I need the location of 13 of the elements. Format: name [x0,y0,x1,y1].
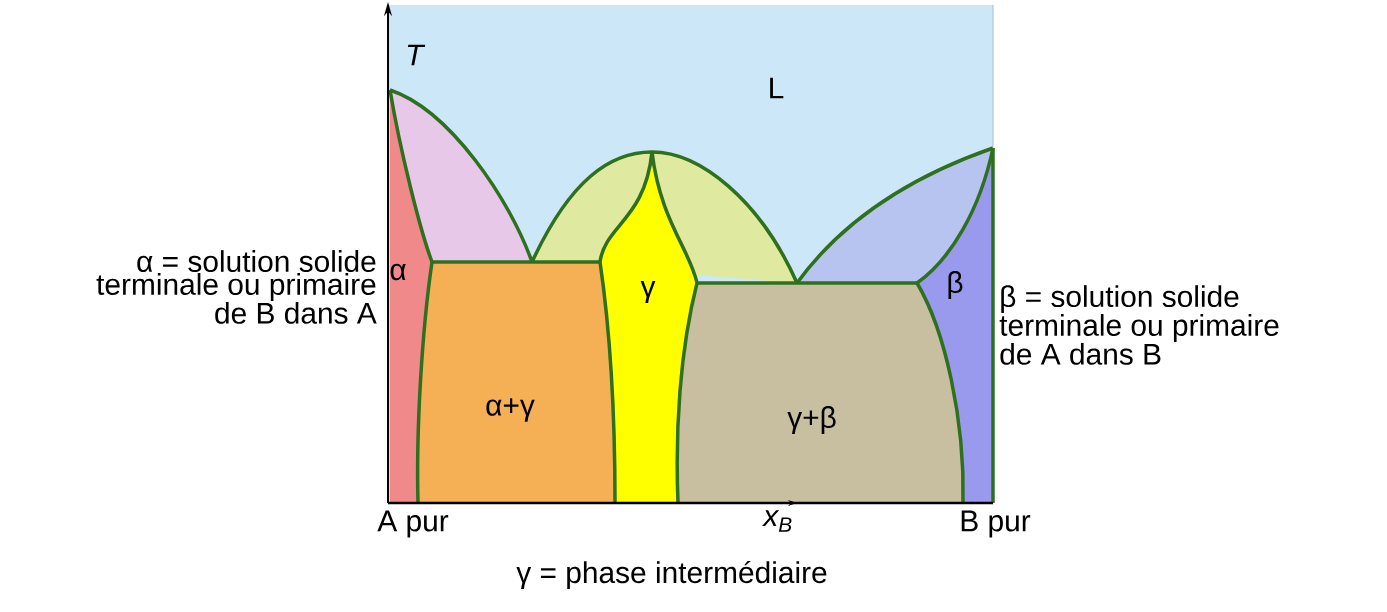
axis-label: T [407,44,426,66]
caption: γ = phase intermédiaire [516,560,827,590]
region-label: γ [640,281,656,303]
region-label: β [948,271,963,299]
region-label: α [390,263,406,281]
region-label: L [770,77,784,99]
axis-label: B pur [961,510,1031,538]
annotation-text: α = solution solide terminale ou primaire de B dans A [96,250,377,324]
region-label: α+γ [486,398,535,422]
axis-label: x$_{B}$ [762,510,792,532]
region-label: γ+β [787,406,836,434]
axis-label: A pur [377,510,449,538]
annotation-text: β = solution solide terminale ou primaire de A dans B [999,285,1279,365]
